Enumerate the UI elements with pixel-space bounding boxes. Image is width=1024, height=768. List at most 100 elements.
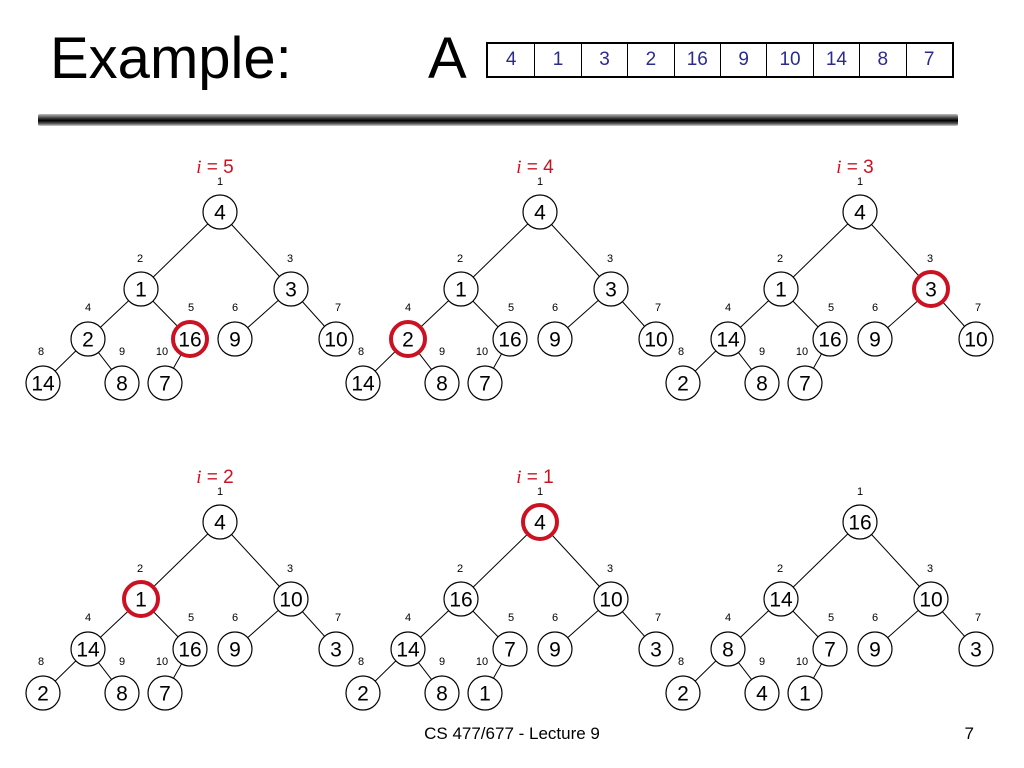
node-index-label: 8 xyxy=(38,346,44,358)
node-index-label: 3 xyxy=(927,563,933,575)
node-value: 7 xyxy=(799,373,811,396)
tree-edge xyxy=(54,660,77,682)
node-value: 10 xyxy=(324,329,347,352)
tree-edge xyxy=(737,662,753,680)
array-cell: 8 xyxy=(859,44,905,76)
node-circle xyxy=(318,321,354,357)
node-circle xyxy=(217,631,253,667)
node-circle xyxy=(763,581,799,617)
node-value: 10 xyxy=(644,329,667,352)
node-index-label: 9 xyxy=(759,656,765,668)
node-index-label: 4 xyxy=(405,302,411,314)
node-value: 14 xyxy=(716,329,740,352)
node-circle xyxy=(104,675,140,711)
node-circle xyxy=(842,194,878,230)
node-circle xyxy=(467,675,503,711)
step-label-value: = 2 xyxy=(202,467,234,488)
node-circle xyxy=(25,675,61,711)
node-circle xyxy=(710,321,746,357)
node-value: 8 xyxy=(116,683,128,706)
node-index-label: 2 xyxy=(457,253,463,265)
tree-edge xyxy=(694,350,717,372)
tree-edge xyxy=(567,299,599,329)
node-index-label: 1 xyxy=(857,486,863,498)
array-display: 4 1 3 2 16 9 10 14 8 7 xyxy=(486,42,954,78)
node-circle xyxy=(812,321,848,357)
node-index-label: 5 xyxy=(828,612,834,624)
node-value: 8 xyxy=(116,373,128,396)
highlighted-node-circle xyxy=(171,320,209,358)
node-index-label: 1 xyxy=(217,176,223,188)
node-value: 9 xyxy=(549,639,561,662)
node-circle xyxy=(812,631,848,667)
node-circle xyxy=(424,675,460,711)
node-index-label: 2 xyxy=(777,563,783,575)
step-label: i = 5 xyxy=(196,157,234,178)
node-index-label: 4 xyxy=(725,302,731,314)
node-value: 2 xyxy=(402,329,414,352)
tree-edge xyxy=(887,299,919,329)
tree-edge xyxy=(152,300,179,328)
node-index-label: 1 xyxy=(537,486,543,498)
node-index-label: 6 xyxy=(232,612,238,624)
node-value: 2 xyxy=(82,329,94,352)
highlighted-node-circle xyxy=(122,580,160,618)
tree-edge xyxy=(247,299,279,329)
node-value: 14 xyxy=(31,373,55,396)
node-value: 3 xyxy=(605,279,617,302)
array-cell: 9 xyxy=(719,44,766,76)
node-value: 7 xyxy=(159,373,171,396)
node-index-label: 10 xyxy=(796,346,808,358)
tree-edge xyxy=(152,610,179,638)
tree-edge xyxy=(622,301,645,327)
node-index-label: 4 xyxy=(725,612,731,624)
tree-edge xyxy=(871,534,920,587)
tree-edge xyxy=(740,300,769,328)
step-label-variable: i xyxy=(196,157,201,178)
node-value: 2 xyxy=(357,683,369,706)
node-circle xyxy=(147,365,183,401)
node-circle xyxy=(147,675,183,711)
node-circle xyxy=(443,271,479,307)
node-circle xyxy=(172,631,208,667)
tree-edge xyxy=(302,301,325,327)
array-cell: 1 xyxy=(534,44,580,76)
node-index-label: 8 xyxy=(678,656,684,668)
node-value: 3 xyxy=(970,639,982,662)
tree-edge xyxy=(812,663,823,679)
array-cell: 3 xyxy=(580,44,627,76)
node-index-label: 7 xyxy=(335,302,341,314)
node-index-label: 5 xyxy=(508,612,514,624)
slide-title: Example: xyxy=(50,26,292,91)
tree-edge xyxy=(172,663,183,679)
tree-edge xyxy=(887,609,919,639)
node-index-label: 7 xyxy=(975,302,981,314)
tree-edge xyxy=(420,300,449,328)
node-index-label: 6 xyxy=(552,302,558,314)
node-index-label: 7 xyxy=(975,612,981,624)
node-circle xyxy=(665,365,701,401)
tree-edge xyxy=(100,300,129,328)
node-index-label: 6 xyxy=(872,302,878,314)
tree-edge xyxy=(472,223,529,278)
node-value: 16 xyxy=(498,329,521,352)
node-circle xyxy=(467,365,503,401)
node-index-label: 6 xyxy=(232,302,238,314)
node-index-label: 10 xyxy=(156,656,168,668)
step-label: i = 2 xyxy=(196,467,234,488)
array-cell: 10 xyxy=(766,44,812,76)
node-index-label: 1 xyxy=(217,486,223,498)
tree-edge xyxy=(374,660,397,682)
node-circle xyxy=(913,581,949,617)
node-circle xyxy=(763,271,799,307)
node-index-label: 4 xyxy=(85,612,91,624)
tree-edge xyxy=(472,533,529,588)
tree-edge xyxy=(97,352,113,370)
node-index-label: 8 xyxy=(38,656,44,668)
step-label-value: = 1 xyxy=(522,467,554,488)
node-value: 1 xyxy=(775,279,787,302)
step-label: i = 1 xyxy=(516,467,554,488)
